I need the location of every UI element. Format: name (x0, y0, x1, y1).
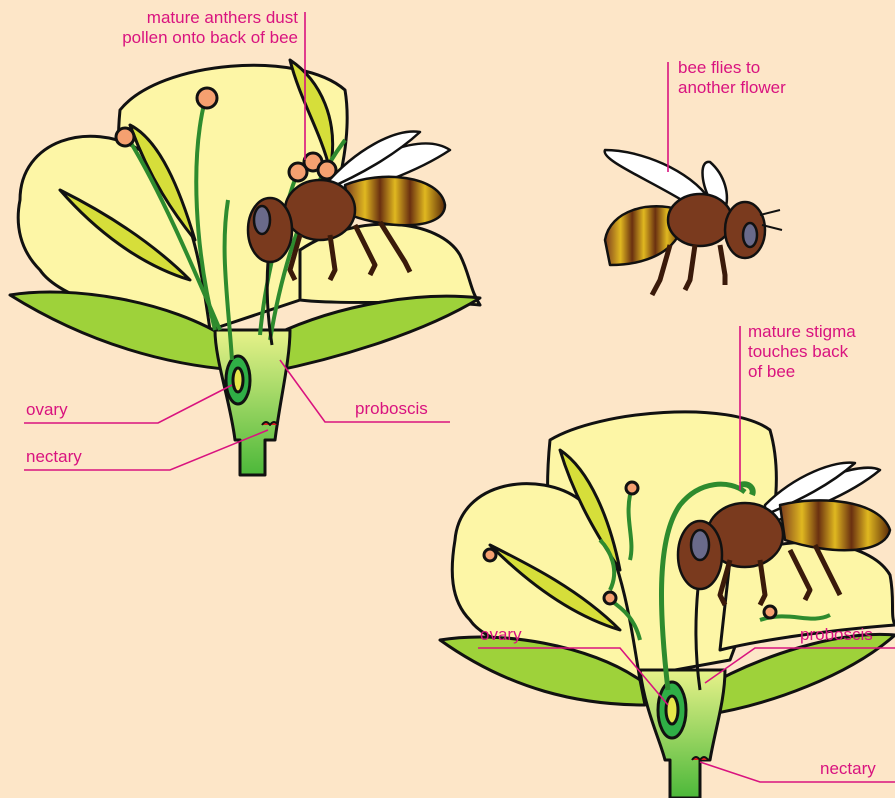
flower-2-anther (626, 482, 638, 494)
bee-1-abdomen (345, 177, 445, 225)
label-ovary-2: ovary (480, 625, 522, 645)
label-nectary-1: nectary (26, 447, 82, 467)
bee-flying-eye (743, 223, 757, 247)
label-anthers-line1: mature anthers dust (40, 8, 298, 28)
label-anthers: mature anthers dust pollen onto back of … (40, 8, 298, 48)
label-proboscis-1: proboscis (355, 399, 428, 419)
bee-flying (605, 150, 782, 295)
flower-1-anther (197, 88, 217, 108)
bee-flying-leg (720, 245, 725, 285)
bee-flying-leg (685, 245, 695, 290)
flower-1-sepal-right (265, 296, 480, 372)
label-nectary-2: nectary (820, 759, 876, 779)
bee-1-head (248, 198, 292, 262)
label-flies-line1: bee flies to (678, 58, 786, 78)
label-flies-line2: another flower (678, 78, 786, 98)
label-stigma-line1: mature stigma (748, 322, 856, 342)
flower-2-anther (604, 592, 616, 604)
flower-1-anther (116, 128, 134, 146)
bee-2-abdomen (780, 500, 890, 550)
flower-1-ovule (233, 368, 243, 392)
label-stigma: mature stigma touches back of bee (748, 322, 856, 382)
label-anthers-line2: pollen onto back of bee (40, 28, 298, 48)
flower-2-anther (764, 606, 776, 618)
label-stigma-line3: of bee (748, 362, 856, 382)
label-proboscis-2: proboscis (800, 625, 873, 645)
flower-1-receptacle (215, 330, 290, 475)
label-flies: bee flies to another flower (678, 58, 786, 98)
label-ovary-1: ovary (26, 400, 68, 420)
bee-2-eye (691, 530, 709, 560)
bee-1-eye (254, 206, 270, 234)
bee-flying-thorax (668, 194, 732, 246)
bee-1-thorax (285, 180, 355, 240)
flower-2-anther (484, 549, 496, 561)
label-stigma-line2: touches back (748, 342, 856, 362)
flower-2-ovule (666, 696, 678, 724)
